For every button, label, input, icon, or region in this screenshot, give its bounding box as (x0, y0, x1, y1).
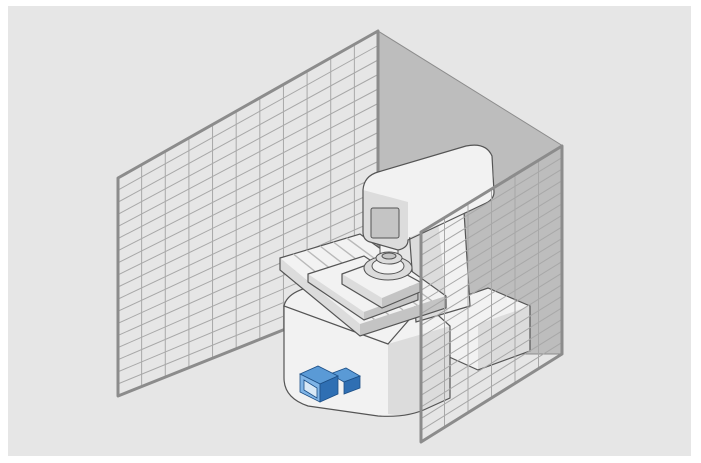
safety-fence-back-panel (116, 29, 380, 398)
safety-fence-right-panel (419, 144, 564, 444)
sensor-device (299, 365, 361, 403)
spindle-head (362, 144, 495, 251)
work-cell-illustration (8, 6, 691, 456)
illustration-panel (8, 6, 691, 456)
